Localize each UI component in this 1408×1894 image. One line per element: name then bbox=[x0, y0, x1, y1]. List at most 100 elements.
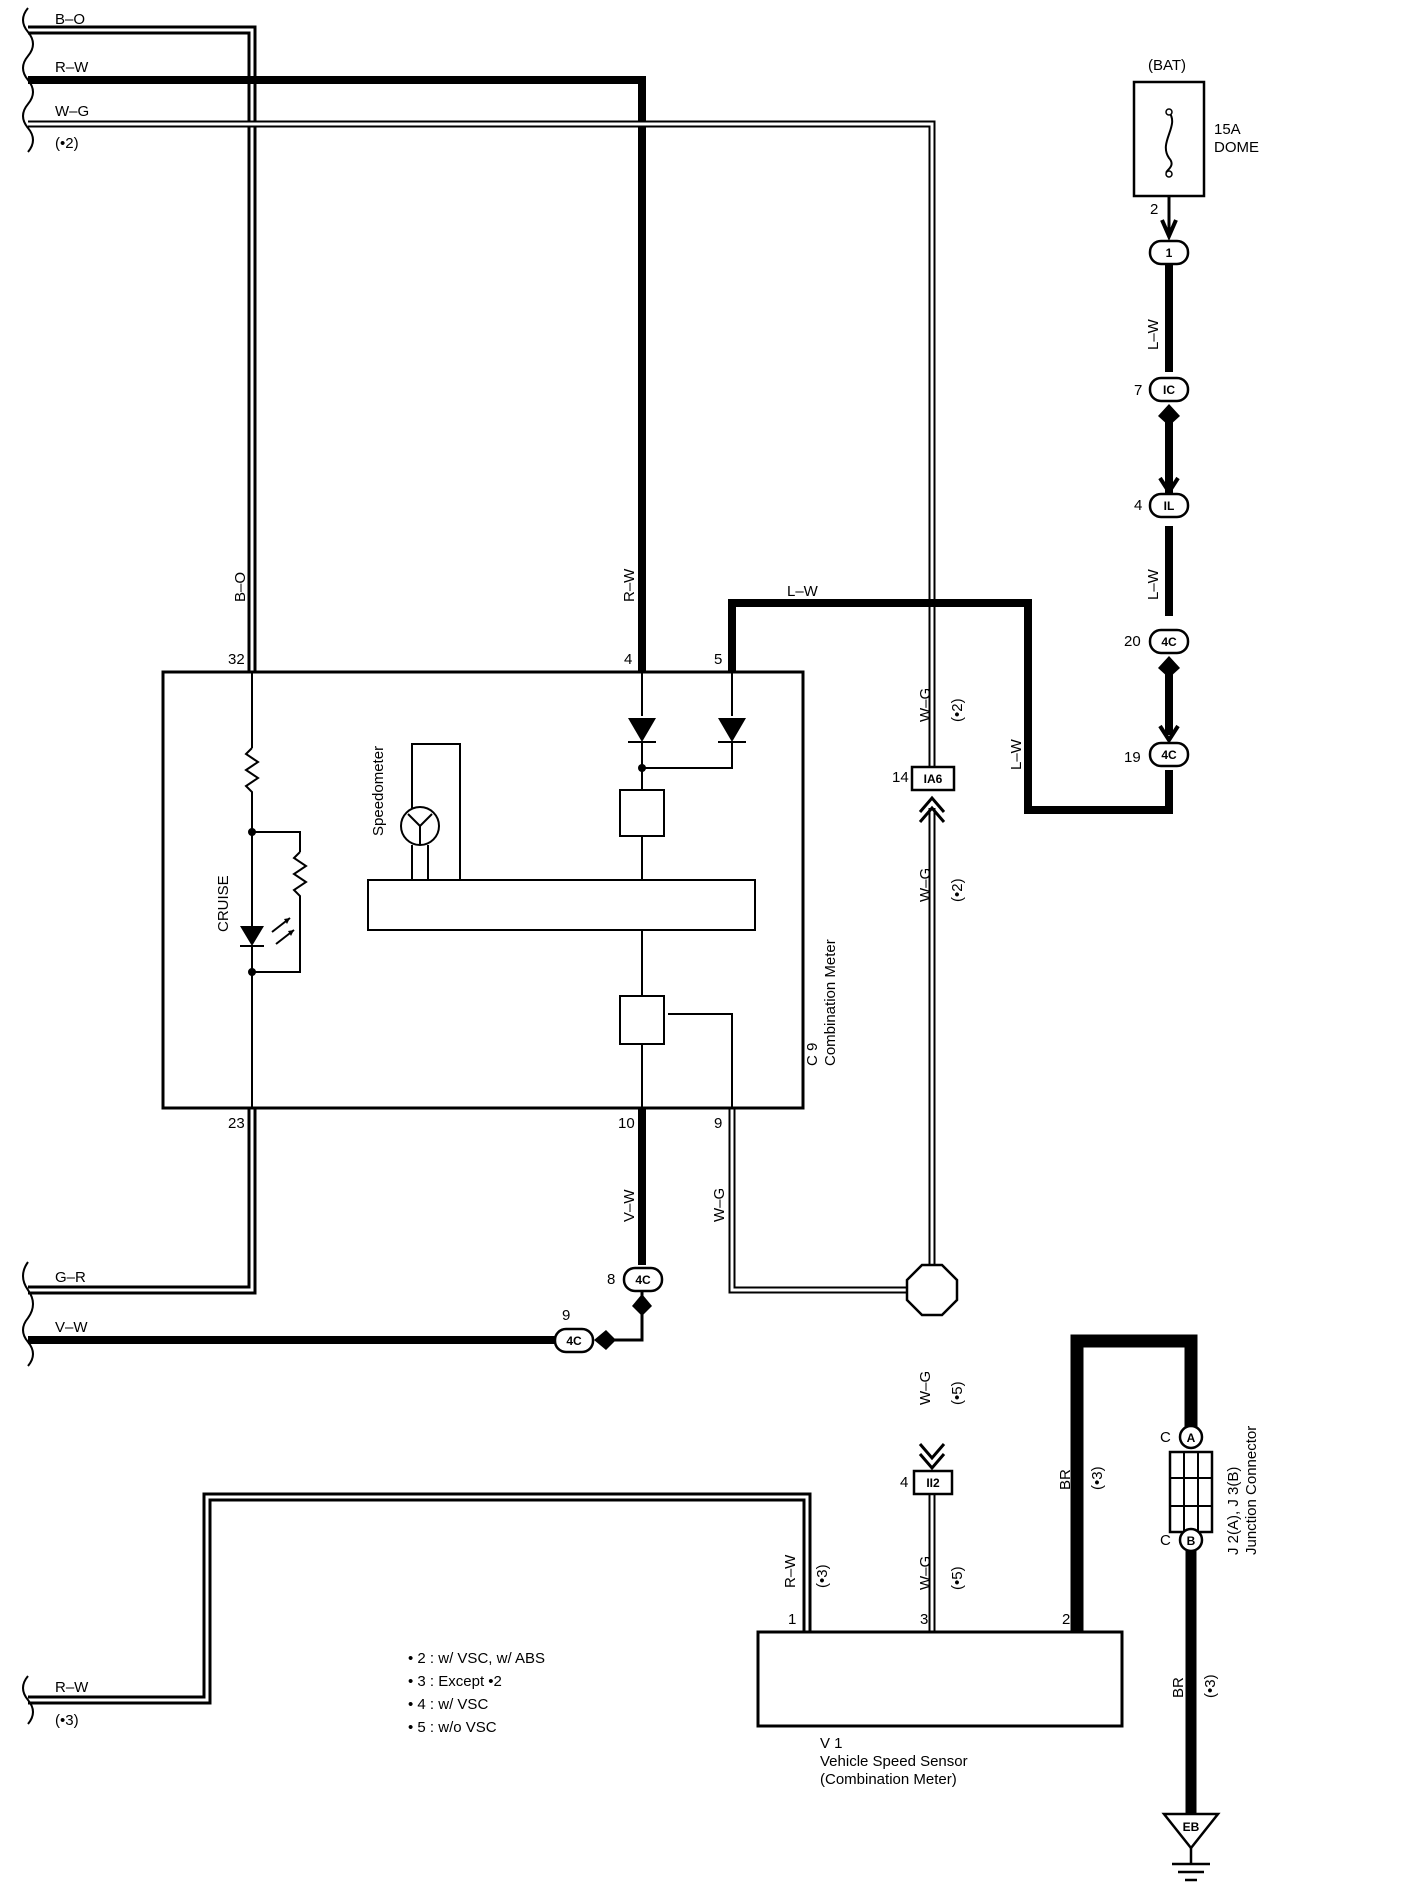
note-line: • 4 : w/ VSC bbox=[408, 1696, 488, 1713]
battery-source: (BAT) bbox=[1148, 57, 1186, 74]
connector-4-id: 4C bbox=[1161, 635, 1177, 649]
combination-meter: C 9 Combination Meter Speedometer CRUISE… bbox=[161, 568, 839, 1222]
meter-pin-4: 4 bbox=[624, 651, 632, 668]
edge-label-wg-top: W–G bbox=[55, 103, 89, 120]
vehicle-speed-sensor: 1 3 2 R–W (•3) V 1 Vehicle Speed Sensor … bbox=[756, 1554, 1124, 1788]
edge-label-note2-top: (•2) bbox=[55, 135, 79, 152]
right-wire-lw-3: L–W bbox=[1008, 738, 1025, 770]
meter-wire-lw-top: L–W bbox=[787, 583, 819, 600]
edge-label-bo: B–O bbox=[55, 11, 85, 28]
wire-br bbox=[1070, 1334, 1198, 1632]
ground-note-br-2: (•3) bbox=[1202, 1674, 1219, 1698]
speedometer-label: Speedometer bbox=[370, 746, 387, 836]
vw-connectors: 8 4C 9 4C bbox=[553, 1266, 664, 1354]
battery-fuse: (BAT) 15A DOME 2 bbox=[1132, 57, 1259, 241]
wires bbox=[28, 25, 1198, 1814]
meter-wire-rw: R–W bbox=[621, 568, 638, 602]
jc-a: A bbox=[1187, 1431, 1196, 1445]
sensor-wire-rw: R–W bbox=[782, 1554, 799, 1588]
ground-icon bbox=[1172, 1848, 1210, 1882]
jc-c-top: C bbox=[1160, 1429, 1171, 1446]
junction-connector-box bbox=[1168, 1450, 1214, 1534]
ground-note-br-1: (•3) bbox=[1089, 1466, 1106, 1490]
note-line: • 2 : w/ VSC, w/ ABS bbox=[408, 1650, 545, 1667]
right-wire-lw-2: L–W bbox=[1145, 568, 1162, 600]
sensor-pin-3: 3 bbox=[920, 1611, 928, 1628]
meter-pin-10: 10 bbox=[618, 1115, 635, 1132]
notes-legend: • 2 : w/ VSC, w/ ABS • 3 : Except •2 • 4… bbox=[408, 1650, 545, 1736]
note-line: • 5 : w/o VSC bbox=[408, 1719, 497, 1736]
sensor-name: Vehicle Speed Sensor bbox=[820, 1753, 968, 1770]
sensor-code: V 1 bbox=[820, 1735, 843, 1752]
right-wire-lw-1: L–W bbox=[1145, 318, 1162, 350]
meter-pin-9: 9 bbox=[714, 1115, 722, 1132]
center-wire-wg-2: W–G bbox=[917, 868, 934, 902]
sensor-box bbox=[756, 1630, 1124, 1728]
ia6-id: IA6 bbox=[924, 772, 943, 786]
vw-connector-8-pin: 8 bbox=[607, 1271, 615, 1288]
jc-code: J 2(A), J 3(B) bbox=[1225, 1467, 1242, 1555]
connector-3-id: IL bbox=[1164, 499, 1175, 513]
wire-rw-bottom bbox=[28, 1492, 812, 1705]
center-note-1: (•2) bbox=[949, 698, 966, 722]
wire-rw-top bbox=[28, 76, 646, 672]
center-wire-wg-1: W–G bbox=[917, 688, 934, 722]
meter-wire-vw: V–W bbox=[621, 1189, 638, 1222]
battery-pin: 2 bbox=[1150, 201, 1158, 218]
wire-gr bbox=[28, 1108, 257, 1295]
vw-connector-9-id: 4C bbox=[566, 1334, 582, 1348]
fuse-box bbox=[1132, 80, 1206, 198]
cruise-label: CRUISE bbox=[215, 875, 232, 932]
ground-triangle bbox=[1161, 1812, 1221, 1851]
meter-wire-wg: W–G bbox=[711, 1188, 728, 1222]
octagon-junction bbox=[905, 1263, 959, 1317]
ground-id: EB bbox=[1183, 1820, 1200, 1834]
connector-5-pin: 19 bbox=[1124, 749, 1141, 766]
meter-wire-bo: B–O bbox=[232, 572, 249, 602]
vw-connector-9-pin: 9 bbox=[562, 1307, 570, 1324]
note-line: • 3 : Except •2 bbox=[408, 1673, 502, 1690]
edge-label-rw-top: R–W bbox=[55, 59, 89, 76]
sensor-pin-2: 2 bbox=[1062, 1611, 1070, 1628]
meter-pin-23: 23 bbox=[228, 1115, 245, 1132]
center-wg-line: W–G (•2) 14 IA6 W–G (•2) W–G (•5) 4 II2 … bbox=[892, 688, 966, 1590]
edge-label-note3-bottom: (•3) bbox=[55, 1712, 79, 1729]
meter-pin-32: 32 bbox=[228, 651, 245, 668]
center-wire-wg-4: W–G bbox=[917, 1556, 934, 1590]
ground-wire-br-1: BR bbox=[1057, 1469, 1074, 1490]
edge-labels: B–O R–W W–G (•2) G–R V–W R–W (•3) bbox=[55, 11, 89, 1729]
ia6-pin: 14 bbox=[892, 769, 909, 786]
connector-4-pin: 20 bbox=[1124, 633, 1141, 650]
edge-label-vw: V–W bbox=[55, 1319, 88, 1336]
center-note-4: (•5) bbox=[949, 1566, 966, 1590]
wire-lw-loop bbox=[728, 599, 1173, 814]
center-note-3: (•5) bbox=[949, 1381, 966, 1405]
edge-breaks bbox=[22, 7, 34, 1725]
meter-name: Combination Meter bbox=[822, 939, 839, 1066]
sensor-note-rw: (•3) bbox=[814, 1564, 831, 1588]
meter-pin-5: 5 bbox=[714, 651, 722, 668]
connector-3-pin: 4 bbox=[1134, 497, 1142, 514]
edge-label-rw-bottom: R–W bbox=[55, 1679, 89, 1696]
connector-5-id: 4C bbox=[1161, 748, 1177, 762]
edge-label-gr: G–R bbox=[55, 1269, 86, 1286]
wire-wg-pin9 bbox=[728, 1108, 912, 1294]
ground-side: BR (•3) C A C B J 2(A), J 3(B) Junction … bbox=[1057, 1424, 1260, 1882]
right-connector-chain: 1 L–W 7 IC 4 IL L–W 20 4C 19 4C L–W bbox=[1008, 239, 1190, 770]
fuse-rating: 15A bbox=[1214, 121, 1241, 138]
fuse-name: DOME bbox=[1214, 139, 1259, 156]
center-wire-wg-3: W–G bbox=[917, 1371, 934, 1405]
center-note-2: (•2) bbox=[949, 878, 966, 902]
sensor-pin-1: 1 bbox=[788, 1611, 796, 1628]
meter-code: C 9 bbox=[804, 1043, 821, 1066]
connector-2-id: IC bbox=[1163, 383, 1175, 397]
vw-connector-8-id: 4C bbox=[635, 1273, 651, 1287]
sensor-sub: (Combination Meter) bbox=[820, 1771, 957, 1788]
jc-name: Junction Connector bbox=[1243, 1426, 1260, 1555]
jc-b: B bbox=[1187, 1534, 1196, 1548]
jc-c-bottom: C bbox=[1160, 1532, 1171, 1549]
ground-wire-br-2: BR bbox=[1170, 1677, 1187, 1698]
ii2-id: II2 bbox=[926, 1476, 940, 1490]
ii2-pin: 4 bbox=[900, 1474, 908, 1491]
